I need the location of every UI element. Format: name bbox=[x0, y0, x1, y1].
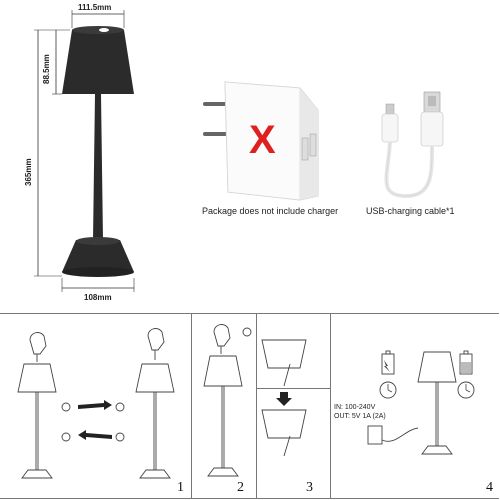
usb-cable-illustration bbox=[381, 91, 444, 199]
charger-illustration bbox=[203, 81, 319, 201]
cable-caption: USB-charging cable*1 bbox=[366, 206, 455, 216]
charging-output-spec: OUT: 5V 1A (2A) bbox=[334, 413, 386, 420]
base-width-label: 108mm bbox=[84, 293, 112, 302]
step-4-number: 4 bbox=[486, 480, 493, 495]
panel-divider-3 bbox=[330, 313, 331, 499]
step-1-number: 1 bbox=[177, 480, 184, 495]
panel-3-horizontal-divider bbox=[256, 388, 330, 389]
no-charger-mark: X bbox=[249, 118, 276, 162]
step-3-number: 3 bbox=[306, 480, 313, 495]
panel-divider-2 bbox=[256, 313, 257, 499]
charger-caption: Package does not include charger bbox=[202, 206, 339, 216]
lamp-illustration bbox=[34, 10, 135, 292]
instruction-panels bbox=[0, 313, 499, 499]
charging-input-spec: IN: 100-240V bbox=[334, 404, 376, 411]
panel-divider-1 bbox=[191, 313, 192, 499]
step-2-number: 2 bbox=[237, 480, 244, 495]
top-width-label: 111.5mm bbox=[78, 3, 112, 12]
